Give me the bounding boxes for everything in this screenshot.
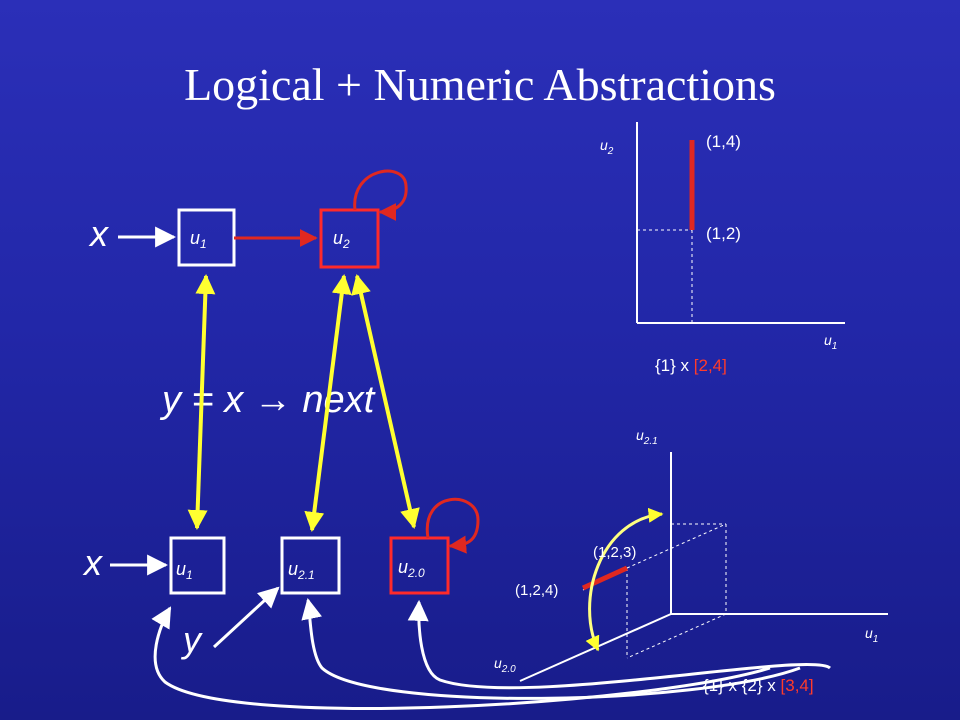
plot3d-point-b-label: (1,2,4) xyxy=(515,582,558,599)
plot2d-y-axis-label: u2 xyxy=(600,137,614,157)
self-loop-bottom-u20 xyxy=(425,497,480,554)
slide-title: Logical + Numeric Abstractions xyxy=(184,59,776,110)
plot2d-caption: {1} x [2,4] xyxy=(655,356,727,375)
bottom-node-u20-label: u2.0 xyxy=(398,557,425,580)
plot3d-caption: {1} x {2} x [3,4] xyxy=(703,676,814,695)
plot2d-x-axis-label: u1 xyxy=(824,332,837,352)
plot3d-horizontal-axis-label: u1 xyxy=(865,625,878,645)
plot3d-vertical-axis-label: u2.1 xyxy=(636,427,658,447)
link-u2-u21 xyxy=(304,274,352,532)
curve-to-u20 xyxy=(407,599,831,690)
bottom-node-u1[interactable] xyxy=(169,536,226,595)
plot3d-yellow-link xyxy=(585,507,664,652)
top-node-u2[interactable] xyxy=(319,208,380,269)
self-loop-top-u2 xyxy=(353,169,408,221)
bottom-node-u20[interactable] xyxy=(389,536,450,595)
formula-label: y = x → next xyxy=(159,379,376,421)
plot3d-point-a-label: (1,2,3) xyxy=(593,544,636,561)
bottom-var-y: y xyxy=(180,619,203,660)
top-var-x: x xyxy=(88,213,110,254)
curve-to-u1 xyxy=(151,606,771,710)
bottom-node-u21[interactable] xyxy=(280,536,341,595)
bottom-var-x: x xyxy=(82,542,104,583)
bottom-node-u1-label: u1 xyxy=(176,559,193,582)
top-node-u1-label: u1 xyxy=(190,228,207,251)
plot2d-bottom-point-label: (1,2) xyxy=(706,224,741,243)
plot3d-interval-segment xyxy=(581,565,629,591)
curve-to-u21 xyxy=(301,597,801,700)
y-pointer-arrow xyxy=(212,586,280,649)
bottom-node-u21-label: u2.1 xyxy=(288,559,315,582)
plot2d-top-point-label: (1,4) xyxy=(706,132,741,151)
link-u1-u1 xyxy=(187,274,216,530)
link-u2-u20 xyxy=(351,274,420,529)
plot3d-depth-axis-label: u2.0 xyxy=(494,655,516,675)
top-node-u2-label: u2 xyxy=(333,228,350,251)
